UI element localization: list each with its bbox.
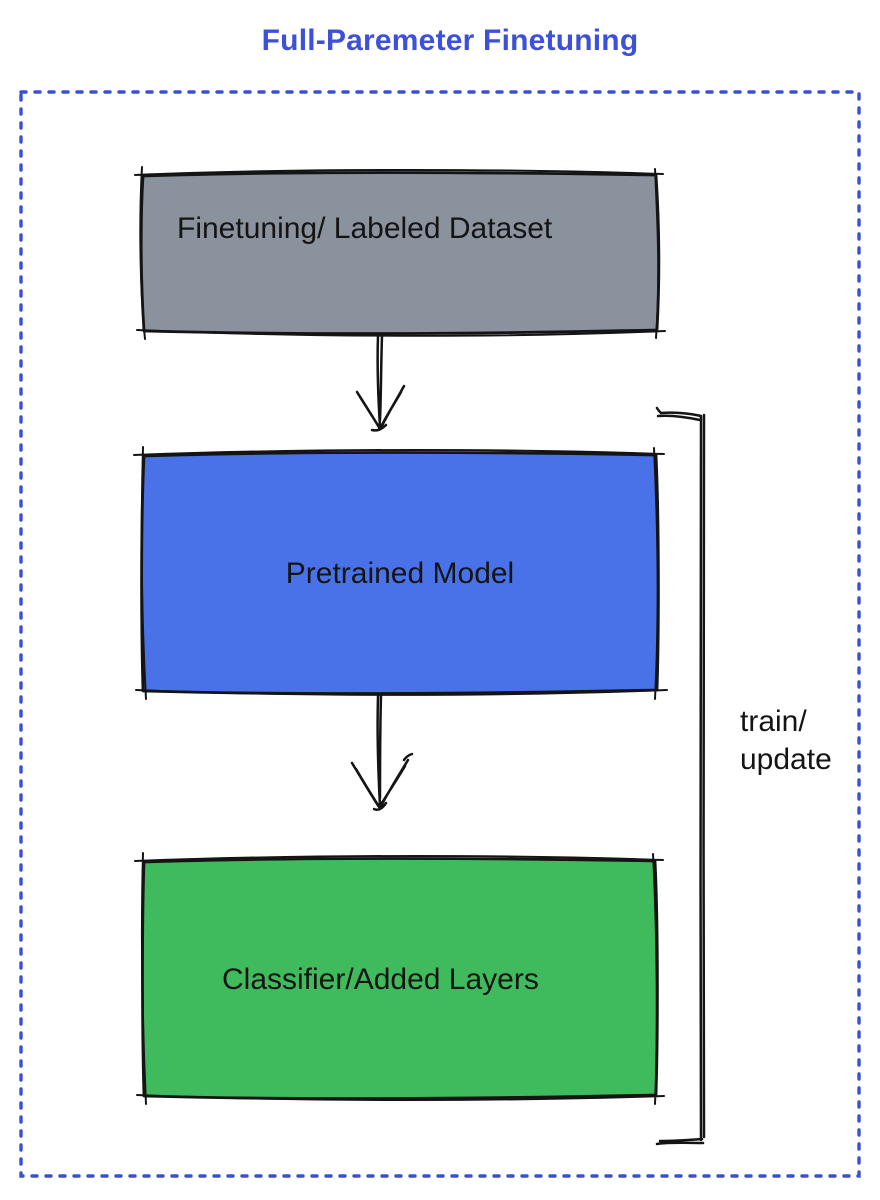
- diagram-title: Full-Paremeter Finetuning: [261, 24, 639, 57]
- train-update-label: train/ update: [740, 703, 832, 779]
- dashed-frame: [19, 90, 861, 1178]
- pretrained-box-sketch-stroke: [133, 446, 668, 700]
- arrow-dataset-to-pretrained: [355, 334, 406, 432]
- dataset-box-label: Finetuning/ Labeled Dataset: [177, 212, 553, 245]
- dataset-box-sketch-stroke: [134, 166, 666, 340]
- train-update-label-line2: update: [740, 743, 832, 776]
- train-update-label-line1: train/: [740, 705, 807, 738]
- pretrained-box-label: Pretrained Model: [285, 557, 515, 590]
- classifier-box-sketch-stroke: [134, 852, 665, 1105]
- dataset-box-shape: [139, 171, 661, 335]
- train-update-bracket: [655, 406, 706, 1146]
- arrow-pretrained-to-classifier: [350, 694, 414, 811]
- classifier-box-label: Classifier/Added Layers: [222, 963, 539, 996]
